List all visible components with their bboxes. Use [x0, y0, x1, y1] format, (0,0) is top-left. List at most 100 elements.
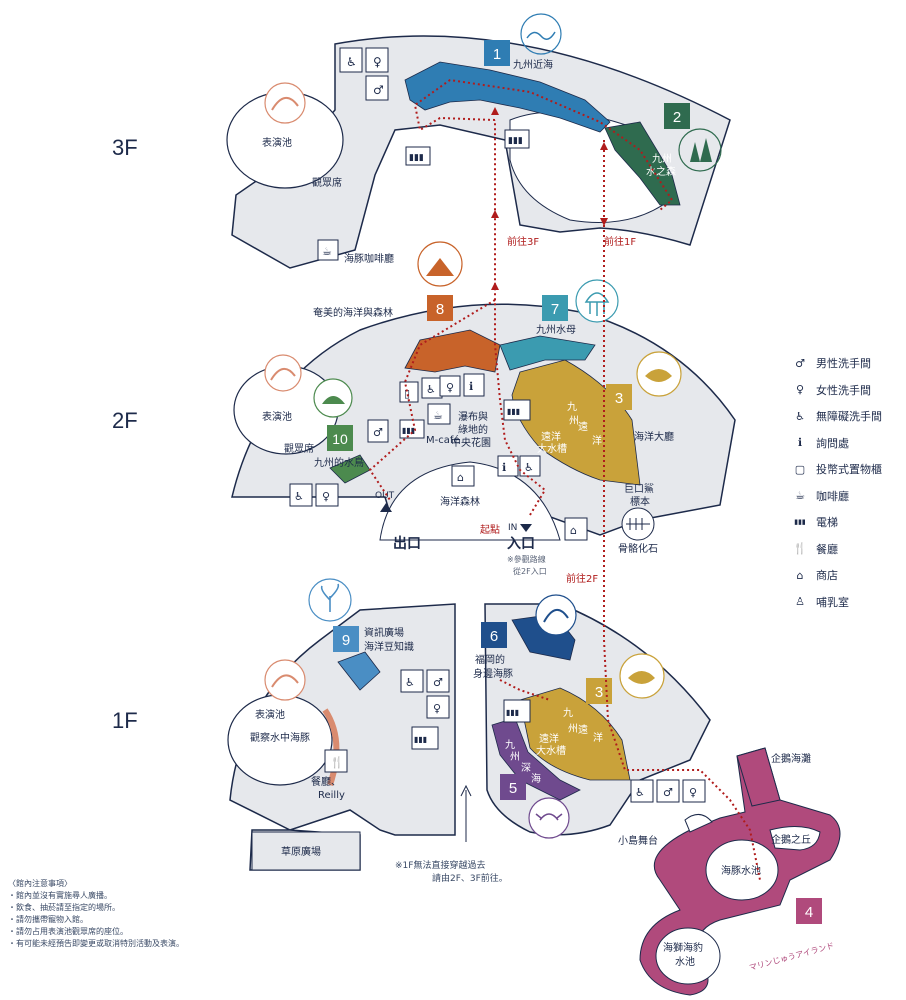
restaurant-label-b: Reilly	[318, 790, 345, 801]
legend-item: ▮▮▮電梯	[790, 509, 902, 536]
zone-3-number-2f: 3	[615, 390, 623, 407]
marine-island-logo: マリンじゅうアイランド	[748, 941, 835, 972]
restroom-3f: ♿ ♀ ♂	[339, 47, 389, 101]
stage-label: 小島舞台	[618, 834, 658, 847]
zone-1-kyushu-coast[interactable]	[404, 61, 611, 133]
zone-9-info-plaza[interactable]	[337, 651, 381, 691]
zone-2-water-forest[interactable]	[604, 121, 681, 206]
legend-item: 🍴餐廳	[790, 536, 902, 563]
dolphin-theme-icon-3f	[264, 82, 306, 124]
shop-icon: ⌂	[796, 568, 804, 582]
zone-6-label-a: 福岡的	[475, 653, 505, 666]
legend-label: 餐廳	[816, 542, 838, 556]
entrance-label[interactable]: 入口	[507, 536, 535, 552]
deep-sea-b: 州	[510, 751, 520, 763]
svg-text:♂: ♂	[663, 786, 673, 799]
exit-label[interactable]: 出口	[393, 535, 421, 552]
deep-sea-d: 海	[531, 772, 541, 785]
dolphin-glyph-1f	[271, 674, 299, 688]
in-label: IN	[508, 523, 517, 533]
big-tank-1f-c: 遠	[578, 723, 588, 736]
zone-6-badge[interactable]	[481, 622, 507, 648]
megalodon-label-a: 巨口鯊	[624, 483, 654, 495]
dolphin-theme-icon-2f	[264, 354, 302, 392]
zone-6-label-b: 身邊海豚	[473, 667, 513, 680]
legend-item: ☕咖啡廳	[790, 483, 902, 510]
zone-4-badge[interactable]	[796, 898, 822, 924]
entrance-plaza	[379, 461, 561, 541]
sprout-glyph	[320, 583, 340, 612]
cafe-icon: ☕	[795, 489, 805, 503]
zone-8-label: 奄美的海洋與森林	[313, 306, 393, 319]
svg-text:▮▮▮: ▮▮▮	[507, 407, 520, 416]
zone-3-badge-2f[interactable]	[606, 384, 632, 410]
svg-text:▮▮▮: ▮▮▮	[506, 708, 519, 717]
zone-10-label: 九州的水鳥	[314, 456, 364, 469]
facility-glyphs-1f-left: ♿♂♀ ▮▮▮🍴	[330, 676, 443, 769]
svg-text:♂: ♂	[433, 676, 443, 689]
central-garden-c: 中央花園	[451, 436, 491, 449]
zone-7-badge[interactable]	[542, 295, 568, 321]
svg-text:⌂: ⌂	[457, 471, 464, 484]
svg-text:♿: ♿	[294, 490, 304, 503]
female-icon: ♀	[795, 383, 805, 397]
dolphin-glyph-2f	[270, 368, 296, 381]
no-pass-note-b: 請由2F、3F前往。	[432, 872, 508, 884]
route-arrow-up-1-icon	[491, 107, 499, 115]
facility-icons-1f-left	[324, 669, 450, 773]
legend-item: ♂男性洗手間	[790, 350, 902, 377]
route-arrow-down-icon	[600, 218, 608, 226]
legend-item: ♿無障礙洗手間	[790, 403, 902, 430]
svg-text:▮▮▮: ▮▮▮	[409, 153, 424, 163]
big-tank-1f-d: 洋	[593, 731, 603, 744]
notes: 〈館內注意事項〉 ・館內並沒有實施尋人廣播。 ・飲食、抽菸請至指定的場所。 ・請…	[8, 878, 248, 950]
svg-text:🍴: 🍴	[330, 756, 344, 769]
volcano-glyph	[426, 258, 454, 276]
svg-text:☕: ☕	[322, 245, 332, 258]
dolphin-pool	[705, 839, 779, 901]
restaurant-label-a: 餐廳、	[311, 775, 341, 788]
bird-glyph	[322, 396, 345, 404]
zone-3-big-tank-1f[interactable]	[519, 687, 631, 781]
big-tank-2f-e: 遠洋	[541, 430, 561, 443]
forest-theme-glyph	[690, 138, 712, 162]
facility-glyphs-1f-right: ▮▮▮♿♂♀	[506, 708, 697, 799]
legend-label: 無障礙洗手間	[816, 410, 882, 424]
zone-10-badge[interactable]	[327, 425, 353, 451]
megalodon-label-b: 標本	[630, 495, 650, 508]
svg-text:ℹ: ℹ	[469, 380, 473, 393]
floor-label-1f: 1F	[112, 708, 138, 733]
grass-plaza-label: 草原廣場	[281, 845, 321, 858]
svg-text:♿: ♿	[346, 55, 357, 69]
zone-7-jellyfish[interactable]	[499, 335, 596, 371]
zone-7-number: 7	[551, 301, 559, 318]
fossil-label: 骨骼化石	[618, 542, 658, 555]
svg-text:♀: ♀	[322, 490, 330, 503]
zone-8-amami[interactable]	[404, 329, 501, 373]
legend-label: 哺乳室	[816, 595, 849, 609]
underwater-label: 觀察水中海豚	[250, 731, 310, 744]
zone-5-badge[interactable]	[500, 774, 526, 800]
svg-text:♿: ♿	[405, 676, 415, 689]
ocean-hall-label: 海洋大廳	[634, 430, 674, 443]
penguin-hill-label: 企鵝之丘	[771, 833, 811, 846]
zone-8-badge[interactable]	[427, 295, 453, 321]
zone-3-badge-1f[interactable]	[586, 678, 612, 704]
legend-label: 商店	[816, 569, 838, 583]
zone-1-badge[interactable]	[484, 40, 510, 66]
elevator-3f-b: ▮▮▮	[504, 129, 530, 149]
route-to-1f-label: 前往1F	[604, 235, 636, 248]
crab-theme-icon	[528, 797, 570, 839]
fish-glyph-1f	[628, 671, 655, 684]
central-garden-a: 瀑布與	[458, 410, 488, 423]
dolphin-glyph-3f	[271, 97, 299, 111]
zone-9-number: 9	[342, 632, 350, 649]
zone-2-badge[interactable]	[664, 103, 690, 129]
zone-7-label: 九州水母	[536, 324, 576, 336]
wave-theme-glyph	[526, 31, 556, 40]
zone-9-badge[interactable]	[333, 626, 359, 652]
legend-label: 投幣式置物櫃	[816, 463, 882, 477]
zone-5-deep-sea[interactable]	[491, 717, 581, 801]
